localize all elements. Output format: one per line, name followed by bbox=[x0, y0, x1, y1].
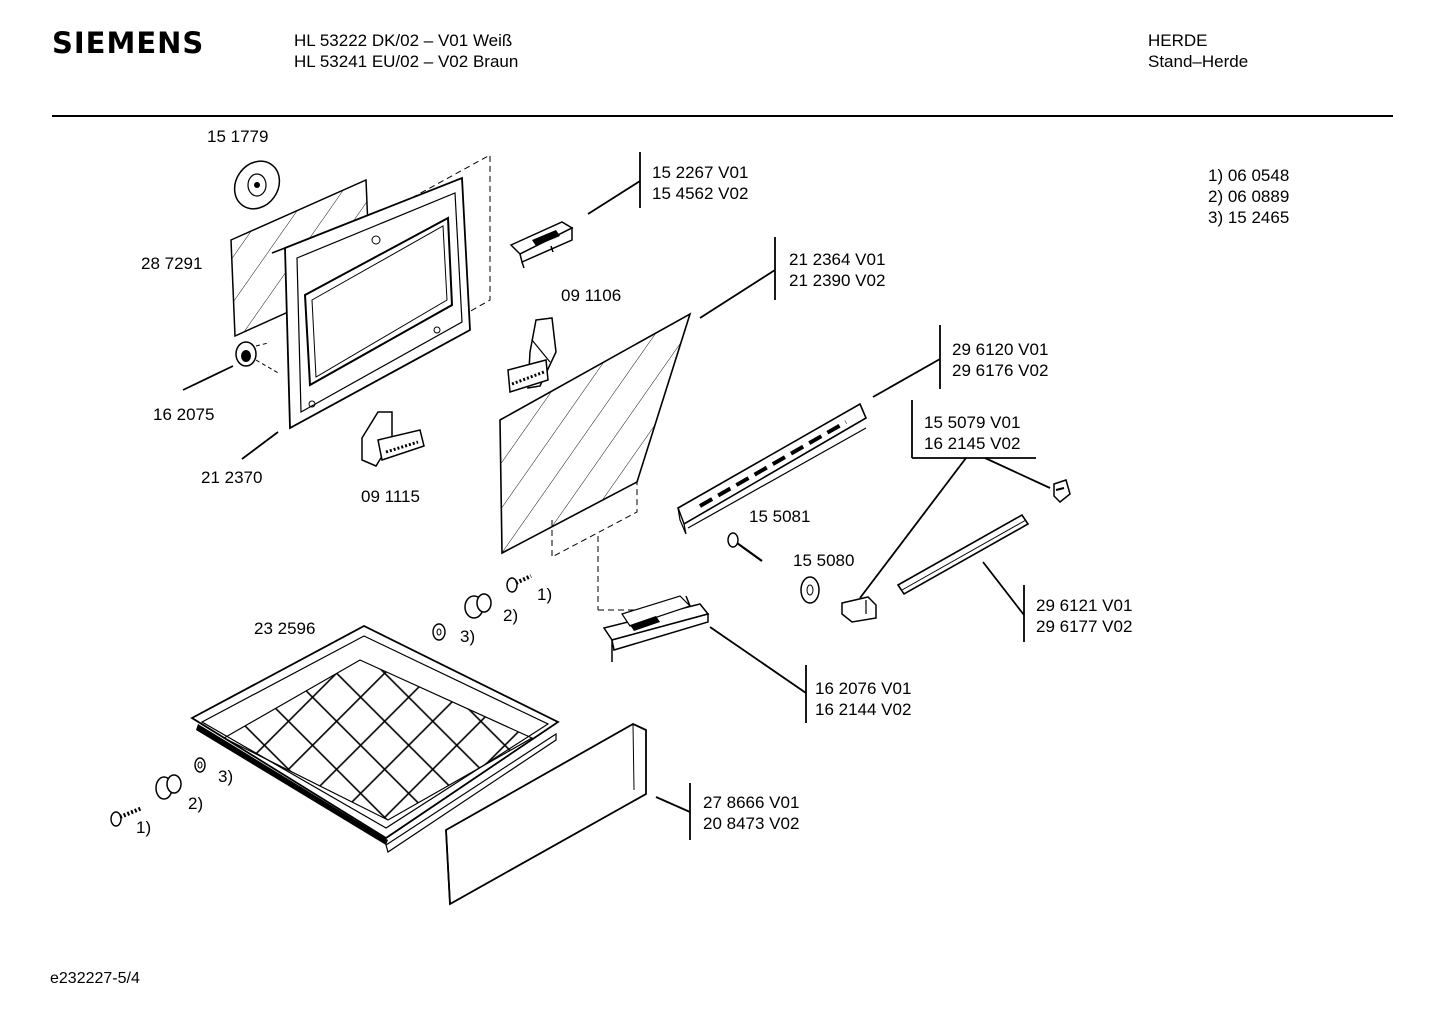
footnote-list: 1) 06 0548 2) 06 0889 3) 15 2465 bbox=[1208, 165, 1289, 228]
part-label-296120-v01: 29 6120 V01 bbox=[952, 340, 1049, 359]
part-label-287291: 28 7291 bbox=[141, 254, 203, 273]
latch-clip-part-152267 bbox=[509, 221, 574, 269]
leader-212364-a bbox=[699, 269, 776, 319]
part-label-212370: 21 2370 bbox=[201, 468, 263, 487]
part-label-091115: 09 1115 bbox=[361, 487, 420, 506]
part-label-296120: 29 6120 V01 29 6176 V02 bbox=[952, 339, 1048, 381]
clip-part-155079-lower bbox=[841, 596, 877, 623]
part-label-212364: 21 2364 V01 21 2390 V02 bbox=[789, 249, 885, 291]
part-label-155079: 15 5079 V01 16 2145 V02 bbox=[924, 412, 1020, 454]
part-label-155079-v02: 16 2145 V02 bbox=[924, 434, 1021, 453]
brand-logo: SIEMENS bbox=[52, 26, 205, 60]
middle-glass-part-212364 bbox=[499, 312, 692, 555]
fastener-set-upper bbox=[432, 574, 532, 641]
footnote-1: 1) 06 0548 bbox=[1208, 166, 1290, 185]
bracket-label-bracket-155079 bbox=[859, 400, 1051, 599]
fastener-set-lower bbox=[110, 757, 206, 827]
part-label-212364-v02: 21 2390 V02 bbox=[789, 271, 886, 290]
model-line-2: HL 53241 EU/02 – V02 Braun bbox=[294, 52, 519, 71]
part-label-296121-v01: 29 6121 V01 bbox=[1036, 596, 1133, 615]
leader-162075 bbox=[182, 365, 234, 391]
grommet-part-162075 bbox=[235, 341, 281, 375]
leader-296121-a bbox=[982, 561, 1025, 616]
part-label-162075: 16 2075 bbox=[153, 405, 215, 424]
clip-part-155079-upper bbox=[1053, 479, 1071, 504]
part-label-278666-v01: 27 8666 V01 bbox=[703, 793, 800, 812]
part-label-296120-v02: 29 6176 V02 bbox=[952, 361, 1049, 380]
rail-part-296120 bbox=[677, 402, 868, 535]
drip-tray-part-232596 bbox=[190, 624, 560, 853]
part-label-296121: 29 6121 V01 29 6177 V02 bbox=[1036, 595, 1132, 637]
callout-3-lower: 3) bbox=[218, 767, 234, 786]
frame-outline-dashed bbox=[367, 154, 491, 321]
footnote-2: 2) 06 0889 bbox=[1208, 187, 1290, 206]
part-label-278666-v02: 20 8473 V02 bbox=[703, 814, 800, 833]
model-line-1: HL 53222 DK/02 – V01 Weiß bbox=[294, 31, 513, 50]
part-label-155081: 15 5081 bbox=[749, 507, 811, 526]
screw-part-155081 bbox=[727, 532, 763, 562]
callout-1-upper: 1) bbox=[537, 585, 553, 604]
callout-1-lower: 1) bbox=[136, 818, 152, 837]
leader-278666-a bbox=[655, 796, 691, 813]
document-id: e232227-5/4 bbox=[50, 970, 140, 987]
part-label-296121-v02: 29 6177 V02 bbox=[1036, 617, 1133, 636]
washer-part-155080 bbox=[800, 576, 820, 604]
part-label-162076-v01: 16 2076 V01 bbox=[815, 679, 912, 698]
callout-3-upper: 3) bbox=[460, 627, 476, 646]
knob-part-151779 bbox=[233, 160, 281, 210]
part-label-155079-v01: 15 5079 V01 bbox=[924, 413, 1021, 432]
part-label-152267: 15 2267 V01 15 4562 V02 bbox=[652, 162, 748, 204]
part-label-151779: 15 1779 bbox=[207, 127, 269, 146]
callout-2-upper: 2) bbox=[503, 606, 519, 625]
part-label-152267-v02: 15 4562 V02 bbox=[652, 184, 749, 203]
part-label-162076-v02: 16 2144 V02 bbox=[815, 700, 912, 719]
leader-212370 bbox=[241, 431, 279, 460]
door-frame-part-212370 bbox=[271, 176, 471, 430]
part-label-091106: 09 1106 bbox=[561, 286, 622, 305]
product-category: HERDE Stand–Herde bbox=[1148, 30, 1248, 72]
part-label-232596: 23 2596 bbox=[254, 619, 316, 638]
leader-152267-a bbox=[587, 180, 641, 215]
callout-2-lower: 2) bbox=[188, 794, 204, 813]
part-label-162076: 16 2076 V01 16 2144 V02 bbox=[815, 678, 911, 720]
rail-support-part-162076 bbox=[597, 536, 710, 662]
subcategory-label: Stand–Herde bbox=[1148, 52, 1249, 71]
hinge-bracket-part-091115 bbox=[361, 411, 425, 467]
trim-strip-part-296121 bbox=[896, 513, 1030, 596]
hinge-bracket-part-091106 bbox=[507, 317, 557, 393]
model-list: HL 53222 DK/02 – V01 Weiß HL 53241 EU/02… bbox=[294, 30, 518, 72]
drawer-panel-part-278666 bbox=[445, 722, 647, 906]
footnote-3: 3) 15 2465 bbox=[1208, 208, 1290, 227]
part-label-278666: 27 8666 V01 20 8473 V02 bbox=[703, 792, 799, 834]
category-label: HERDE bbox=[1148, 31, 1208, 50]
part-label-212364-v01: 21 2364 V01 bbox=[789, 250, 886, 269]
part-label-152267-v01: 15 2267 V01 bbox=[652, 163, 749, 182]
glass-outline-dashed bbox=[551, 482, 638, 558]
leader-296120-a bbox=[872, 358, 941, 398]
leader-162076-a bbox=[709, 626, 807, 694]
part-label-155080: 15 5080 bbox=[793, 551, 855, 570]
